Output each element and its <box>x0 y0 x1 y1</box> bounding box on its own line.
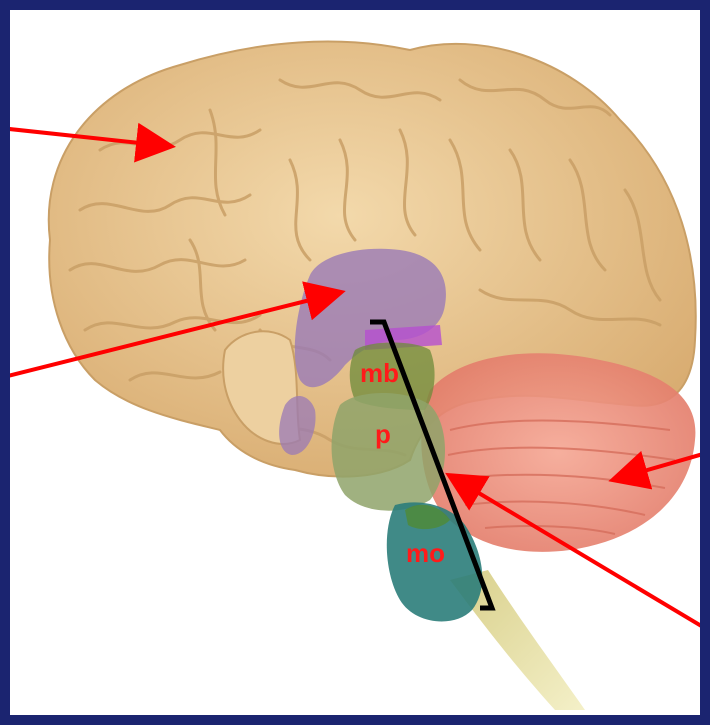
pons <box>332 393 445 511</box>
label-medulla: mo <box>406 538 445 568</box>
label-pons: p <box>375 419 391 449</box>
brain-diagram: mb p mo <box>10 10 700 715</box>
diagram-panel: mb p mo <box>10 10 700 715</box>
label-midbrain: mb <box>360 358 399 388</box>
